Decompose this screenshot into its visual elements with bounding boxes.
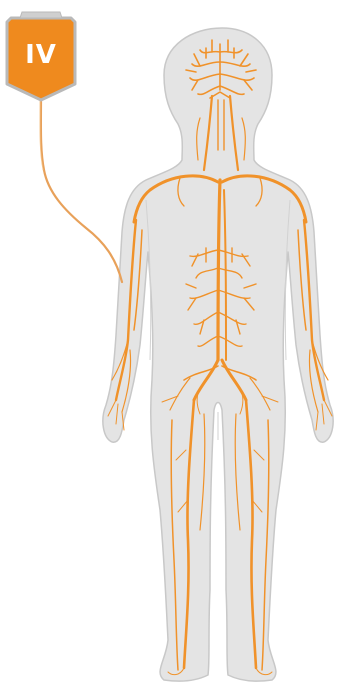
iv-bag-icon: IV <box>7 12 75 100</box>
iv-bag-label: IV <box>25 40 57 70</box>
iv-bag-top-tab <box>20 12 62 18</box>
iv-tube-icon <box>41 98 122 282</box>
